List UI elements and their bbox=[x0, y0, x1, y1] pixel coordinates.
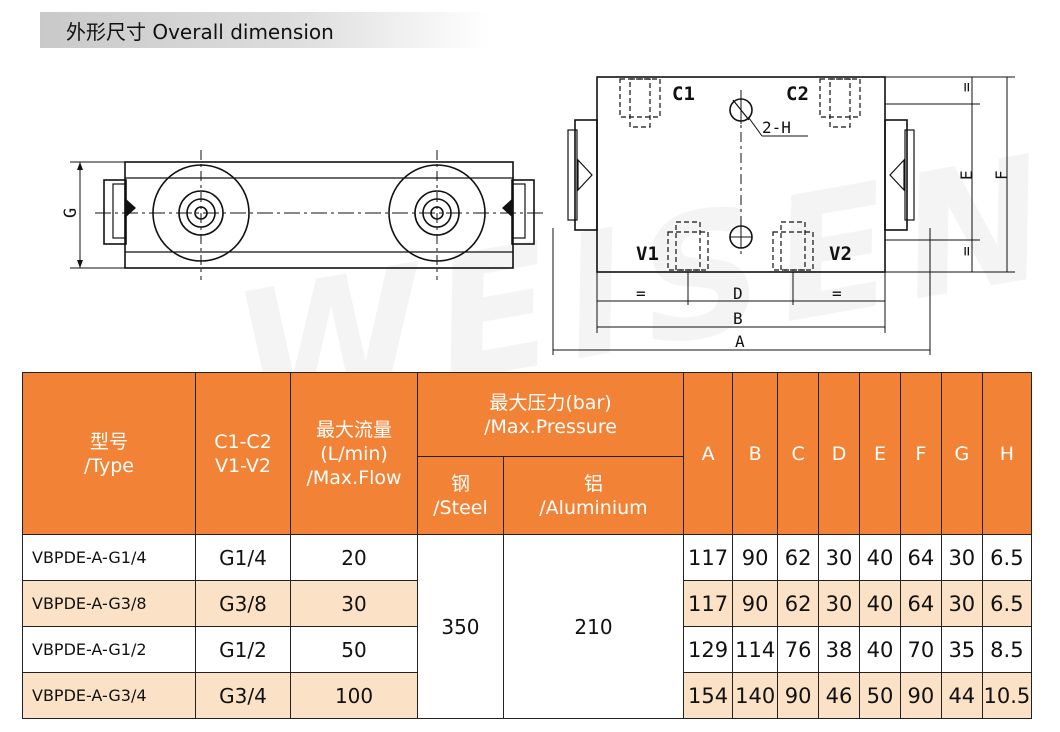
cell-dim-d: 46 bbox=[818, 672, 860, 719]
cell-dim-b: 90 bbox=[732, 580, 779, 627]
cell-model: VBPDE-A-G3/4 bbox=[22, 672, 196, 719]
dim-label-eq-left: = bbox=[636, 284, 646, 303]
col-header-dim-a: A bbox=[683, 372, 734, 535]
cell-pressure-aluminium: 210 bbox=[502, 534, 685, 719]
cell-model: VBPDE-A-G3/8 bbox=[22, 580, 196, 627]
dim-label-f: F bbox=[992, 170, 1011, 180]
col-header-dim-g: G bbox=[940, 372, 983, 535]
cell-dim-e: 40 bbox=[859, 626, 901, 673]
col-header-aluminium: 铝/Aluminium bbox=[502, 456, 685, 535]
cell-dim-a: 117 bbox=[683, 580, 734, 627]
cell-dim-d: 30 bbox=[818, 534, 860, 581]
col-header-dim-e: E bbox=[859, 372, 901, 535]
port-label-v1: V1 bbox=[636, 243, 659, 265]
port-label-c1: C1 bbox=[672, 83, 695, 105]
front-view bbox=[552, 76, 1015, 355]
col-header-dim-c: C bbox=[777, 372, 820, 535]
dim-label-d: D bbox=[733, 284, 743, 303]
dim-label-eq-top: = bbox=[957, 82, 976, 92]
cell-model: VBPDE-A-G1/2 bbox=[22, 626, 196, 673]
dim-label-h: 2-H bbox=[762, 118, 791, 137]
cell-model: VBPDE-A-G1/4 bbox=[22, 534, 196, 581]
col-header-type: 型号/Type bbox=[22, 372, 196, 535]
cell-dim-c: 62 bbox=[777, 534, 820, 581]
cell-port: G3/8 bbox=[194, 580, 292, 627]
dim-label-g: G bbox=[61, 208, 81, 218]
cell-dim-f: 70 bbox=[899, 626, 942, 673]
cell-port: G1/2 bbox=[194, 626, 292, 673]
col-header-steel: 钢/Steel bbox=[416, 456, 504, 535]
cell-dim-d: 38 bbox=[818, 626, 860, 673]
dim-label-eq-right: = bbox=[832, 284, 842, 303]
dimension-drawing: G bbox=[61, 76, 1015, 355]
cell-dim-a: 117 bbox=[683, 534, 734, 581]
cell-dim-e: 50 bbox=[859, 672, 901, 719]
cell-dim-a: 154 bbox=[683, 672, 734, 719]
cell-dim-e: 40 bbox=[859, 580, 901, 627]
col-header-dim-d: D bbox=[818, 372, 860, 535]
section-header-bar bbox=[40, 12, 490, 48]
cell-flow: 30 bbox=[290, 580, 418, 627]
col-header-dim-b: B bbox=[732, 372, 779, 535]
port-label-c2: C2 bbox=[786, 83, 809, 105]
col-header-pressure: 最大压力(bar)/Max.Pressure bbox=[416, 372, 685, 457]
cell-port: G3/4 bbox=[194, 672, 292, 719]
dim-label-b: B bbox=[733, 309, 743, 328]
cell-dim-h: 6.5 bbox=[981, 580, 1033, 627]
cell-dim-e: 40 bbox=[859, 534, 901, 581]
cell-dim-h: 8.5 bbox=[981, 626, 1033, 673]
cell-port: G1/4 bbox=[194, 534, 292, 581]
cell-dim-c: 76 bbox=[777, 626, 820, 673]
cell-dim-b: 114 bbox=[732, 626, 779, 673]
col-header-dim-f: F bbox=[899, 372, 942, 535]
cell-dim-f: 64 bbox=[899, 534, 942, 581]
cell-dim-d: 30 bbox=[818, 580, 860, 627]
cell-flow: 20 bbox=[290, 534, 418, 581]
cell-flow: 100 bbox=[290, 672, 418, 719]
port-label-v2: V2 bbox=[829, 243, 852, 265]
cell-dim-h: 10.5 bbox=[981, 672, 1033, 719]
cell-dim-c: 62 bbox=[777, 580, 820, 627]
section-title: 外形尺寸 Overall dimension bbox=[66, 20, 334, 44]
col-header-dim-h: H bbox=[981, 372, 1033, 535]
dim-label-eq-bottom: = bbox=[957, 246, 976, 256]
cell-dim-g: 44 bbox=[940, 672, 983, 719]
cell-dim-f: 90 bbox=[899, 672, 942, 719]
cell-pressure-steel: 350 bbox=[416, 534, 504, 719]
cell-dim-g: 35 bbox=[940, 626, 983, 673]
cell-dim-b: 140 bbox=[732, 672, 779, 719]
cell-dim-g: 30 bbox=[940, 534, 983, 581]
dim-label-a: A bbox=[735, 332, 745, 351]
cell-dim-h: 6.5 bbox=[981, 534, 1033, 581]
col-header-flow: 最大流量(L/min)/Max.Flow bbox=[290, 372, 418, 535]
cell-flow: 50 bbox=[290, 626, 418, 673]
cell-dim-f: 64 bbox=[899, 580, 942, 627]
cell-dim-c: 90 bbox=[777, 672, 820, 719]
dim-label-e: E bbox=[957, 170, 976, 180]
cell-dim-g: 30 bbox=[940, 580, 983, 627]
cell-dim-b: 90 bbox=[732, 534, 779, 581]
cell-dim-a: 129 bbox=[683, 626, 734, 673]
side-view bbox=[70, 150, 545, 280]
